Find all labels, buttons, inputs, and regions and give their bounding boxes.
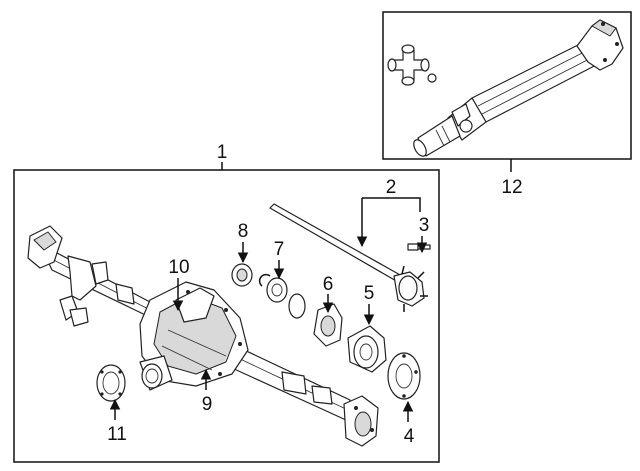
leader-2-bracket	[362, 197, 421, 212]
callout-2: 2	[386, 177, 397, 198]
retainer-clip-part	[258, 273, 271, 287]
callout-10: 10	[168, 257, 189, 278]
oil-seal-part	[231, 263, 253, 287]
gasket-part	[96, 364, 126, 402]
callout-8: 8	[238, 221, 249, 242]
callout-1: 1	[217, 142, 228, 163]
axle-shaft-illustration	[269, 203, 428, 312]
u-joint-cross-part	[387, 44, 430, 86]
callout-12: 12	[501, 177, 522, 198]
callout-5: 5	[364, 283, 375, 304]
snap-ring-part	[427, 73, 437, 83]
driveshaft-frame	[382, 11, 632, 160]
hub-bearing-part	[347, 325, 387, 373]
retainer-plate-part	[313, 303, 343, 347]
callout-4: 4	[404, 426, 415, 447]
callout-9: 9	[202, 394, 213, 415]
backing-plate-part	[387, 352, 421, 400]
callout-11: 11	[107, 424, 127, 445]
wheel-bolt-part	[407, 243, 431, 251]
callout-3: 3	[419, 215, 430, 236]
axle-housing-illustration	[27, 225, 379, 447]
o-ring-part	[288, 293, 306, 319]
callout-7: 7	[274, 239, 285, 260]
axle-assembly-frame	[13, 169, 440, 463]
driveshaft-illustration	[387, 19, 624, 157]
callout-6: 6	[323, 274, 334, 295]
bearing-part	[266, 277, 288, 303]
